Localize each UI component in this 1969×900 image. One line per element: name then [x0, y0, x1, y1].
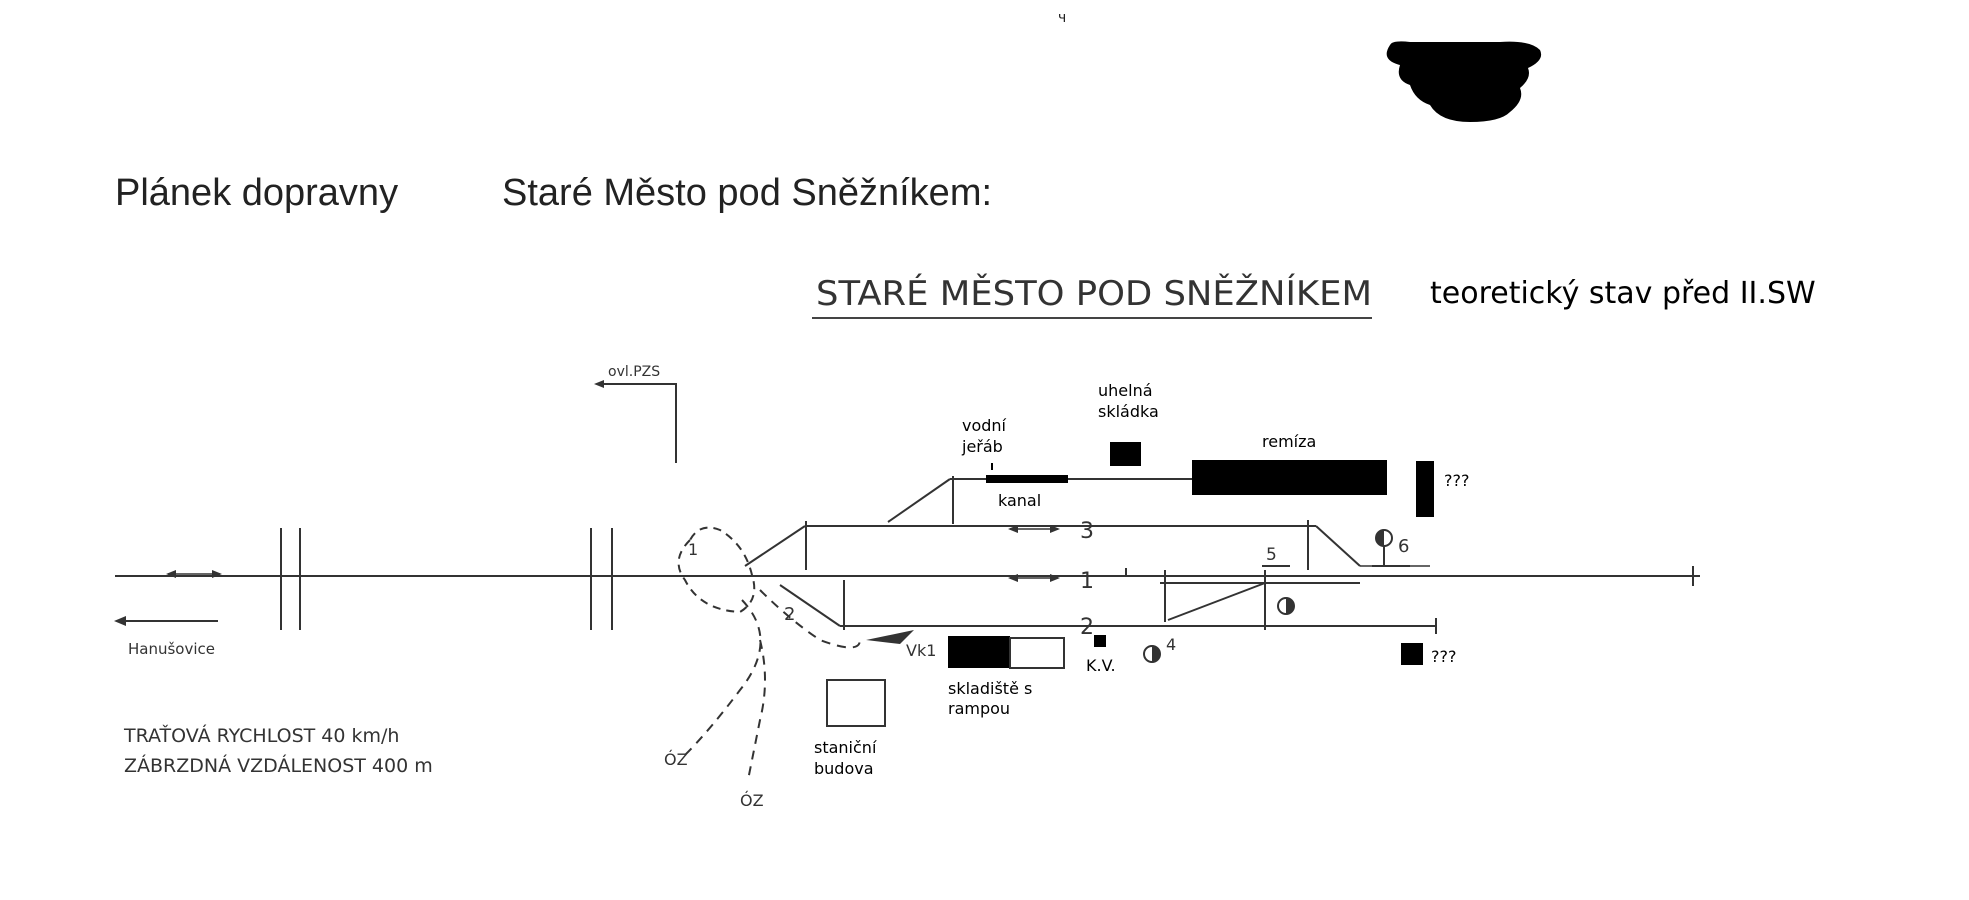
speed-text: TRAŤOVÁ RYCHLOST 40 km/h: [123, 724, 399, 747]
kv-block: [1094, 635, 1106, 647]
switch-6-label: 6: [1398, 536, 1409, 557]
engine-shed-label: remíza: [1262, 432, 1316, 451]
vk1-label: Vk1: [906, 641, 936, 660]
kanal-label: kanal: [998, 491, 1041, 510]
dir-arrowhead-left: [166, 570, 176, 578]
oz-label-left: ÓZ: [664, 750, 688, 769]
diagram-subtitle: teoretický stav před II.SW: [1430, 276, 1816, 311]
station-name: Staré Město pod Sněžníkem:: [502, 172, 992, 214]
signal-5-fill: [1286, 598, 1294, 614]
station-building-label-1: staniční: [814, 738, 877, 757]
track-2-switch-left: [779, 584, 841, 627]
switch-2-label: 2: [784, 604, 795, 625]
engine-shed-block: [1192, 460, 1387, 495]
warehouse-label-2: rampou: [948, 699, 1010, 718]
warehouse-block: [948, 636, 1010, 668]
track-1-arrowhead-right: [1050, 574, 1060, 582]
redaction-blob: [1386, 41, 1542, 122]
ovl-pzs-label: ovl.PZS: [608, 364, 660, 380]
kv-label: K.V.: [1086, 656, 1116, 675]
coal-depot-block: [1110, 442, 1141, 466]
switch-1-label: 1: [688, 540, 698, 559]
water-crane-label-1: vodní: [962, 416, 1007, 435]
track-3-switch-right: [1315, 525, 1361, 567]
braking-text: ZÁBRZDNÁ VZDÁLENOST 400 m: [124, 754, 433, 777]
siding-5-diag: [1167, 582, 1266, 621]
unknown-label-bottom: ???: [1431, 647, 1456, 666]
oz-dashed-path-left: [684, 599, 762, 756]
oz-dashed-path-right: [747, 589, 861, 781]
signal-6-fill: [1376, 530, 1384, 546]
signal-4-fill: [1152, 646, 1160, 662]
unknown-label-top: ???: [1444, 471, 1469, 490]
oz-label-right: ÓZ: [740, 791, 764, 810]
unknown-structure-top: [1416, 461, 1434, 517]
track-1-label: 1: [1080, 569, 1094, 594]
hanusovice-label: Hanušovice: [128, 640, 215, 658]
dir-arrowhead-right: [212, 570, 222, 578]
track-3-arrowhead-right: [1050, 525, 1060, 533]
track-3-label: 3: [1080, 519, 1094, 544]
water-crane-label-2: jeřáb: [961, 437, 1003, 456]
switch-5-label: 5: [1266, 545, 1277, 565]
hanusovice-arrowhead: [114, 616, 126, 626]
unknown-structure-bottom: [1401, 643, 1423, 665]
ovl-pzs-arrowhead: [594, 380, 604, 388]
track-3-arrowhead-left: [1008, 525, 1018, 533]
station-building-label-2: budova: [814, 759, 874, 778]
shed-track-switch: [887, 478, 951, 523]
coal-depot-label-2: skládka: [1098, 402, 1159, 421]
coal-depot-label-1: uhelná: [1098, 381, 1153, 400]
warehouse-label-1: skladiště s: [948, 679, 1032, 698]
track-2-label: 2: [1080, 615, 1094, 640]
plan-label: Plánek dopravny: [115, 172, 398, 214]
switch-4-label: 4: [1166, 635, 1176, 654]
track-3-switch-left: [744, 525, 806, 567]
diagram-title: STARÉ MĚSTO POD SNĚŽNÍKEM: [816, 273, 1372, 314]
switch-area-dashed-ellipse: [677, 526, 756, 614]
ovl-pzs-arrow: [600, 383, 677, 463]
warehouse-ramp: [1009, 637, 1065, 669]
track-1-arrowhead-left: [1008, 574, 1018, 582]
vk1-arrow: [866, 630, 914, 644]
kanal-bar: [986, 475, 1068, 483]
stray-mark: ч: [1058, 10, 1066, 26]
station-building-block: [826, 679, 886, 727]
